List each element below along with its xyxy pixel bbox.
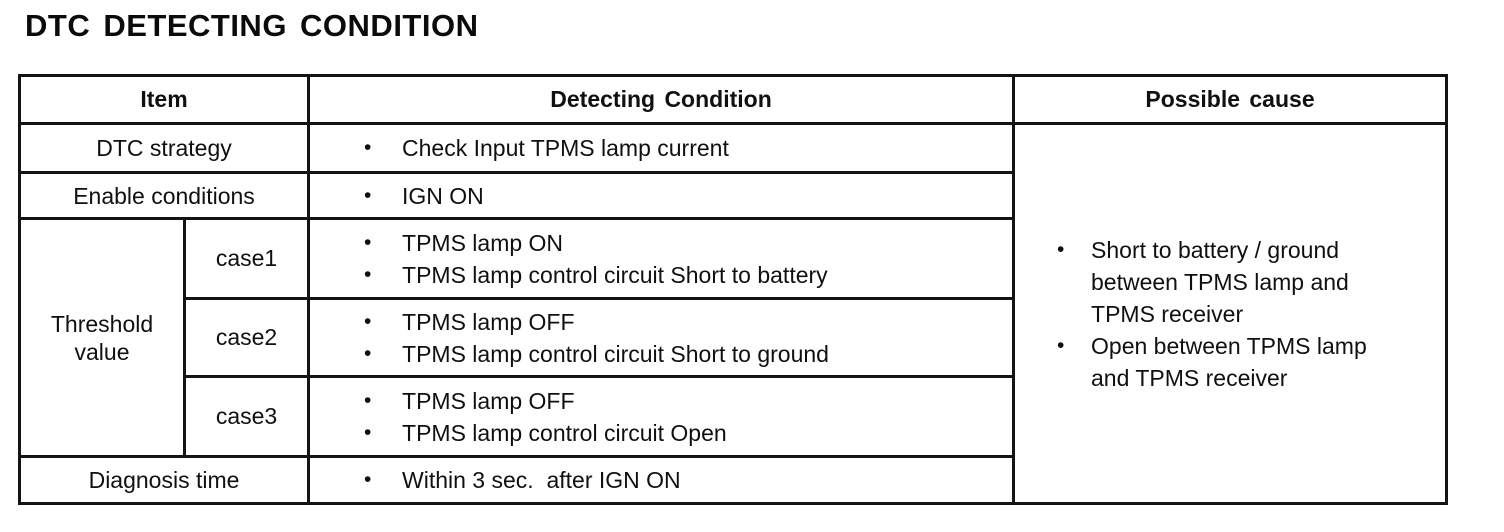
condition-bullet: • TPMS lamp ON [310,227,1012,259]
cause-text: Open between TPMS lamp and TPMS receiver [1091,332,1374,391]
condition-text: Check Input TPMS lamp current [402,135,729,161]
condition-text: Within 3 sec. after IGN ON [402,467,681,493]
possible-cause-cell: • Short to battery / ground between TPMS… [1012,122,1449,505]
table-header-row: Item Detecting Condition Possible cause [17,74,1449,125]
condition-cell-enable-conditions: • IGN ON [307,171,1016,220]
item-label-threshold-value: Threshold value [18,217,186,458]
condition-bullet: • Within 3 sec. after IGN ON [310,464,1012,496]
bullet-glyph: • [364,183,372,207]
condition-text: TPMS lamp OFF [402,387,575,414]
bullet-glyph: • [364,262,372,286]
condition-cell-dtc-strategy: • Check Input TPMS lamp current [307,122,1016,174]
condition-bullet: • TPMS lamp control circuit Short to gro… [310,338,1012,370]
table-row-threshold-case3: case3 • TPMS lamp OFF • TPMS lamp contro… [20,375,1447,458]
condition-text: TPMS lamp ON [402,229,564,256]
table-row-enable-conditions: Enable conditions • IGN ON [17,171,1447,220]
table-row-diagnosis-time: Diagnosis time • Within 3 sec. after IGN… [17,455,1447,505]
bullet-glyph: • [364,230,372,254]
condition-cell-case3: • TPMS lamp OFF • TPMS lamp control circ… [307,375,1016,458]
table-row-threshold-case2: case2 • TPMS lamp OFF • TPMS lamp contro… [20,297,1447,378]
bullet-glyph: • [364,388,372,412]
bullet-glyph: • [364,309,372,333]
bullet-glyph: • [364,420,372,444]
condition-bullet: • TPMS lamp OFF [310,306,1012,338]
cause-bullet: • Open between TPMS lamp and TPMS receiv… [1015,330,1445,394]
case-label-case1: case1 [182,217,311,300]
bullet-glyph: • [1057,237,1065,261]
table-row-threshold-case1: Threshold value case1 • TPMS lamp ON • T… [18,217,1447,458]
condition-bullet: • IGN ON [310,180,1012,212]
table-row-dtc-strategy: DTC strategy • Check Input TPMS lamp cur… [17,122,1449,505]
bullet-glyph: • [364,468,372,491]
condition-bullet: • TPMS lamp OFF [310,385,1012,417]
item-label-diagnosis-time: Diagnosis time [17,455,311,505]
condition-cell-case2: • TPMS lamp OFF • TPMS lamp control circ… [307,297,1016,378]
header-detecting-condition: Detecting Condition [307,74,1016,125]
condition-bullet: • TPMS lamp control circuit Short to bat… [310,259,1012,291]
case-label-case3: case3 [182,375,311,458]
case-label-case2: case2 [182,297,311,378]
cause-text: Short to battery / ground between TPMS l… [1091,236,1355,327]
header-possible-cause: Possible cause [1012,74,1449,125]
condition-cell-diagnosis-time: • Within 3 sec. after IGN ON [307,455,1016,505]
cause-bullet: • Short to battery / ground between TPMS… [1015,234,1445,330]
condition-bullet: • Check Input TPMS lamp current [310,132,1012,164]
condition-text: TPMS lamp control circuit Short to groun… [402,340,829,367]
header-item: Item [17,74,311,125]
condition-text: TPMS lamp OFF [402,308,575,335]
item-label-dtc-strategy: DTC strategy [17,122,311,174]
dtc-detecting-condition-table: Item Detecting Condition Possible cause … [17,74,1449,505]
condition-bullet: • TPMS lamp control circuit Open [310,417,1012,449]
page-title: DTC DETECTING CONDITION [25,8,479,43]
bullet-glyph: • [1057,333,1065,357]
condition-text: IGN ON [402,182,484,209]
bullet-glyph: • [364,341,372,365]
item-label-enable-conditions: Enable conditions [17,171,311,220]
condition-text: TPMS lamp control circuit Short to batte… [402,261,828,288]
condition-cell-case1: • TPMS lamp ON • TPMS lamp control circu… [307,217,1016,300]
condition-text: TPMS lamp control circuit Open [402,419,727,446]
bullet-glyph: • [364,136,372,159]
